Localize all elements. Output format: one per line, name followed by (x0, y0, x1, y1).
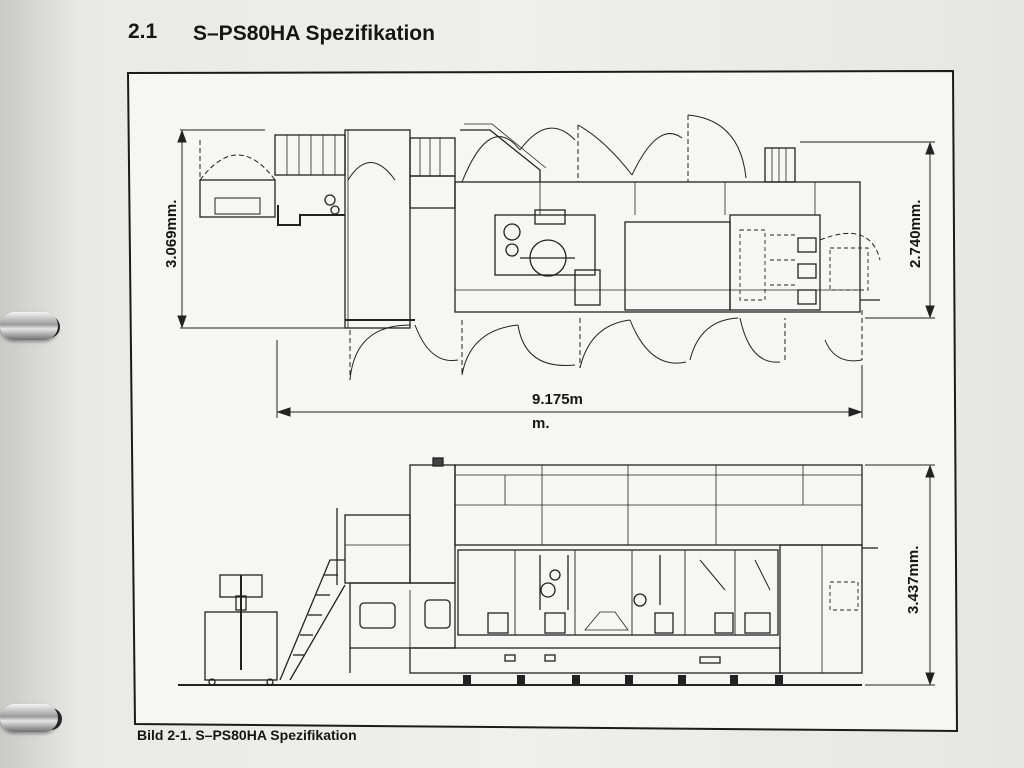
feeder-unit (199, 179, 276, 218)
center-mechanism (494, 214, 596, 276)
feeder-door-swing (199, 154, 276, 181)
elevation-view (178, 457, 878, 686)
drawing-frame (126, 69, 959, 733)
pipe-cluster (764, 147, 796, 183)
section-number: 2.1 (128, 20, 158, 43)
control-cabinet (349, 582, 456, 649)
binder-ring-bottom (0, 704, 58, 732)
tower-column (344, 129, 411, 329)
binder-ring-top (0, 312, 58, 340)
machine-base (409, 647, 781, 674)
access-stairs (279, 559, 345, 681)
dim-plan-height-right: 2.740mm. (907, 200, 924, 268)
dim-plan-length-unit: m. (532, 415, 550, 432)
roof-ramp (460, 129, 541, 182)
dim-elevation-height: 3.437mm. (905, 546, 922, 614)
feeder-tray (214, 197, 261, 215)
figure-caption: Bild 2-1. S–PS80HA Spezifikation (137, 727, 357, 743)
plan-dimension-lines (177, 129, 935, 418)
dim-plan-height-left: 3.069mm. (163, 200, 180, 268)
end-cabinet (779, 544, 863, 674)
dim-plan-length: 9.175m (532, 391, 583, 408)
elevation-dimension-lines (865, 464, 935, 686)
machine-body (454, 181, 861, 313)
process-stations (457, 549, 779, 636)
plan-view (199, 114, 881, 381)
section-title: S–PS80HA Spezifikation (193, 22, 435, 45)
